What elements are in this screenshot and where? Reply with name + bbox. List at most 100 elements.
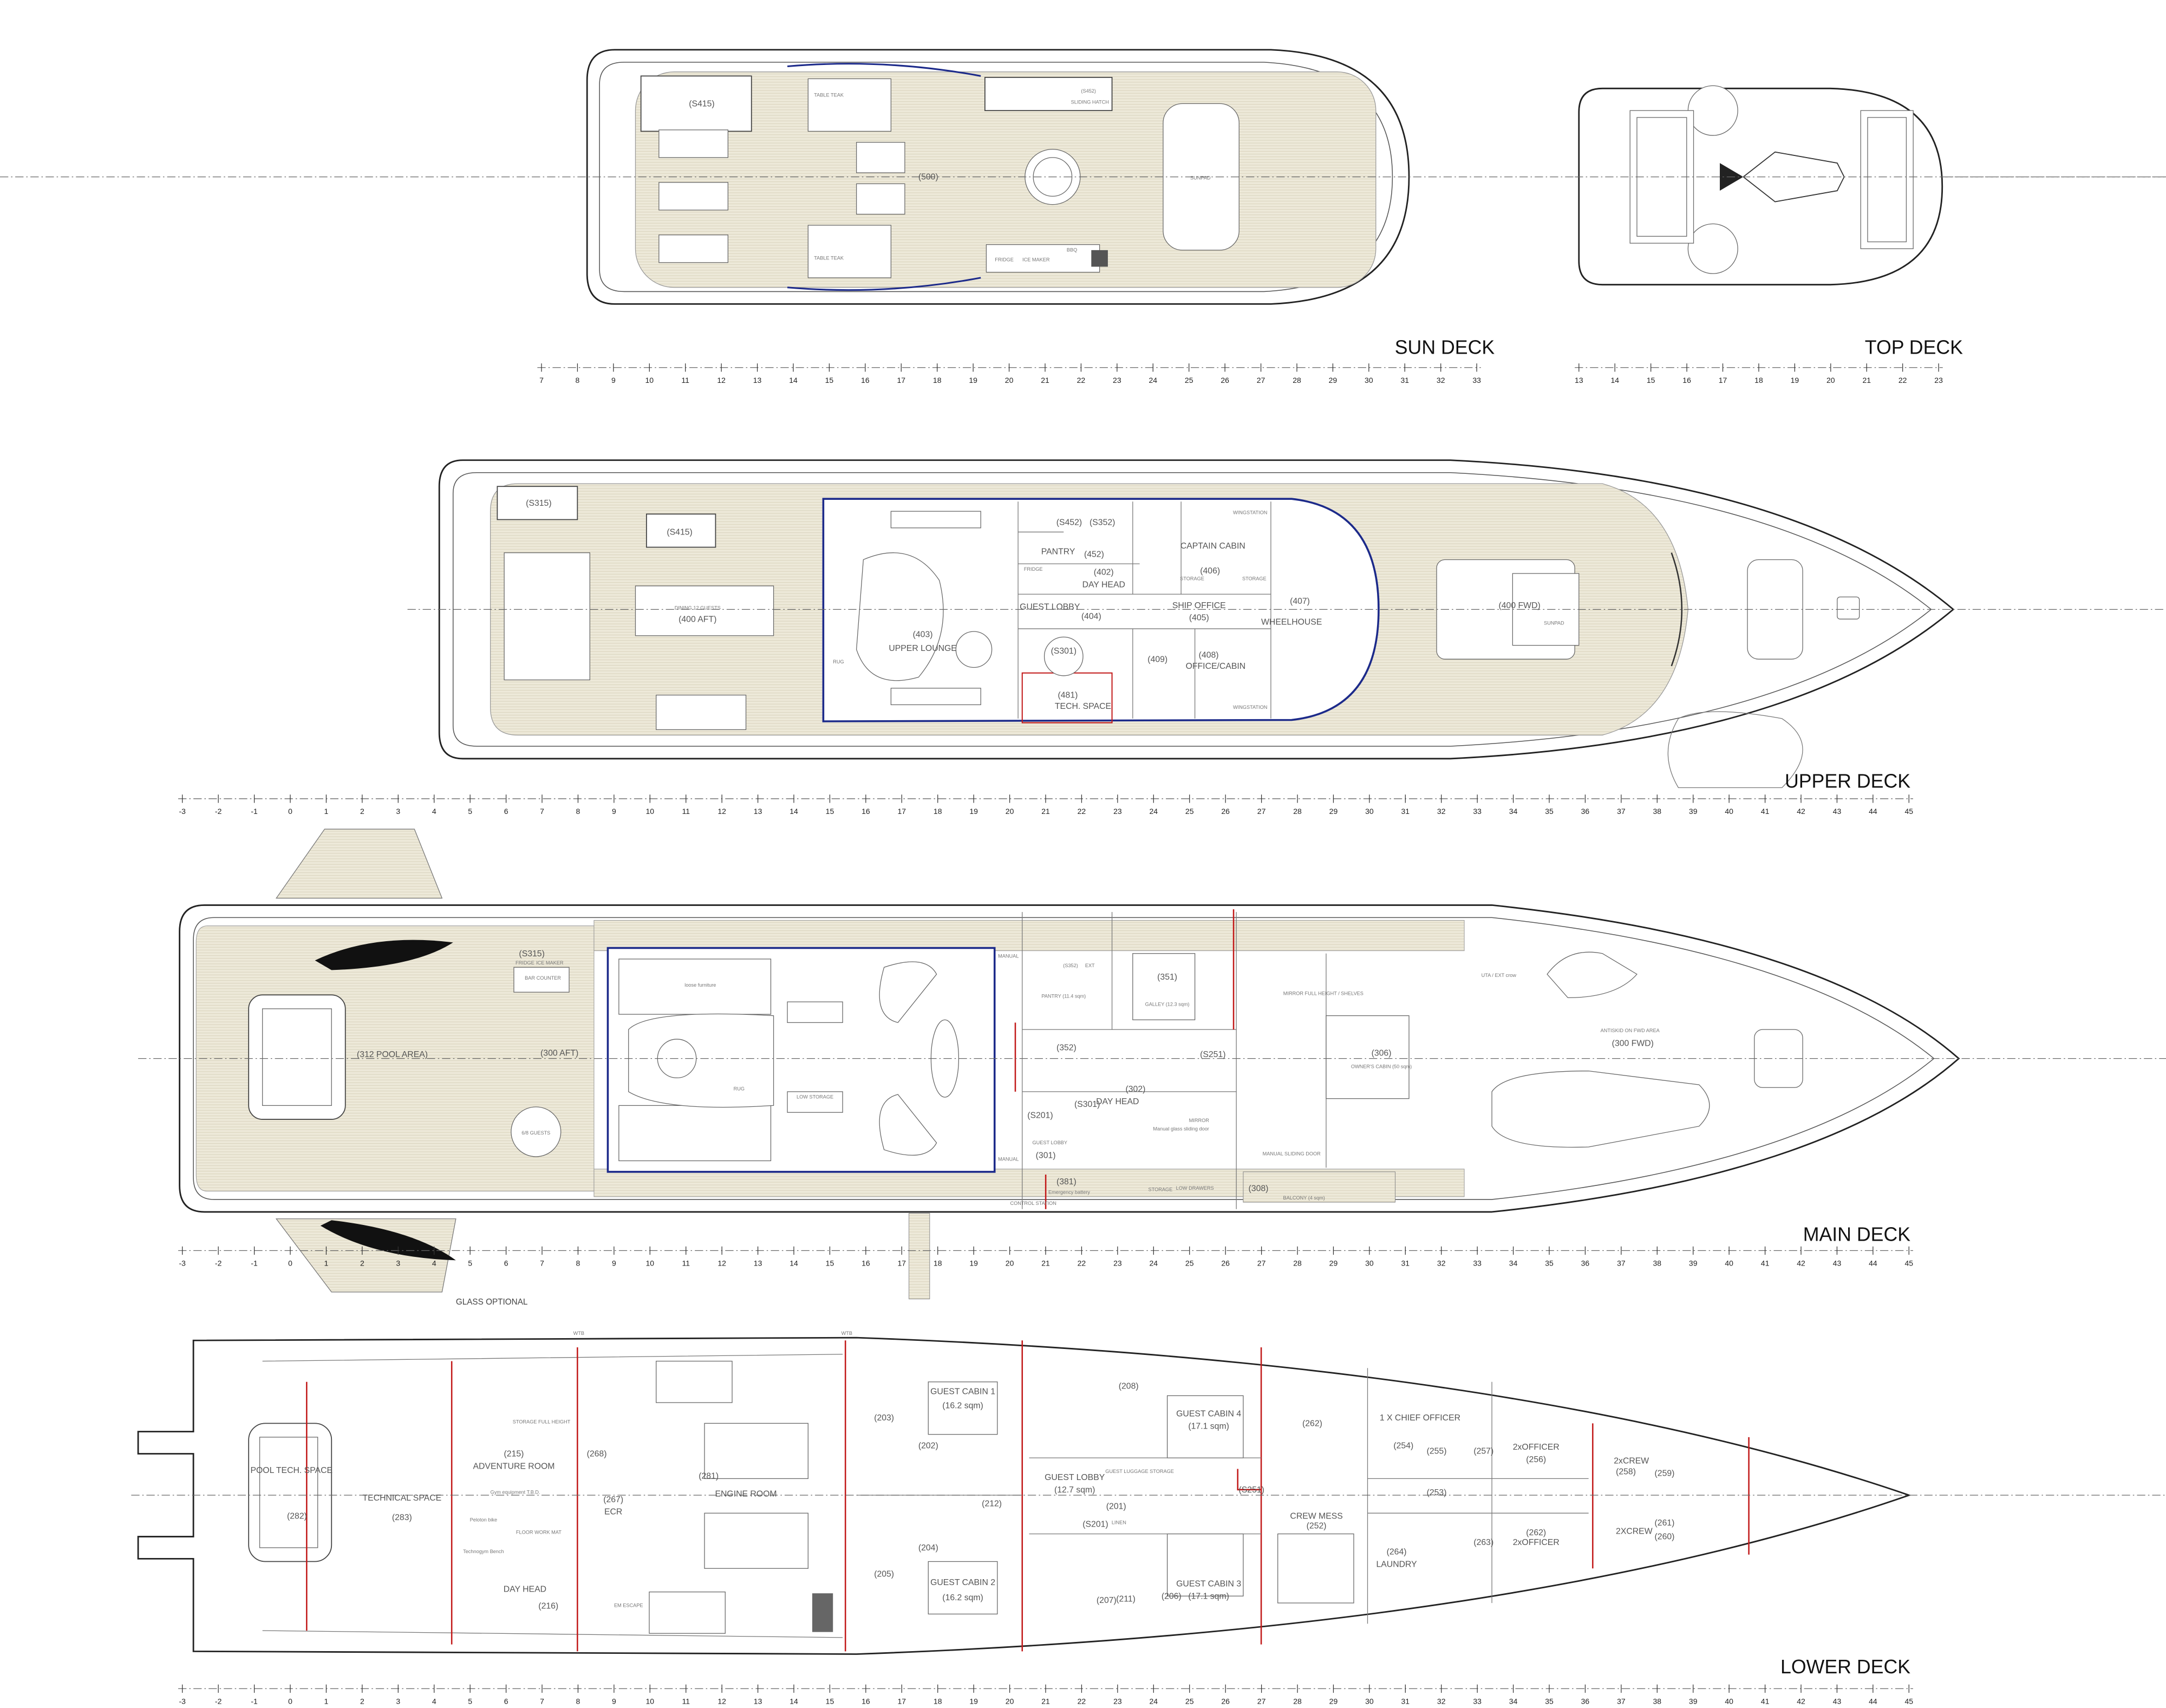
ruler-tick-label: 18 — [934, 1697, 942, 1705]
ruler-tick-label: 2 — [360, 1259, 364, 1267]
room-label: (352) — [1056, 1043, 1077, 1052]
room-label: (404) — [1081, 612, 1101, 621]
room-label: (206) — [1162, 1592, 1182, 1601]
ruler-tick-label: 25 — [1185, 1259, 1194, 1267]
room-label: (203) — [874, 1413, 894, 1423]
room-label: (262) — [1302, 1419, 1322, 1428]
gangway[interactable] — [909, 1212, 930, 1300]
ruler-tick-label: 22 — [1078, 1259, 1086, 1267]
room-label: (S415) — [667, 528, 692, 537]
ruler-tick-label: 7 — [540, 1259, 544, 1267]
ruler-tick-label: 0 — [288, 1259, 292, 1267]
ruler-tick-label: 2 — [360, 807, 364, 816]
ruler-tick-label: 24 — [1150, 1697, 1158, 1705]
room-label: (S315) — [526, 499, 551, 508]
ruler-tick-label: -2 — [215, 1697, 222, 1705]
ruler-tick-label: 42 — [1797, 807, 1805, 816]
furniture-label: MIRROR — [1189, 1118, 1210, 1123]
ruler-tick-label: 31 — [1401, 807, 1410, 816]
furniture-label: Technogym Bench — [463, 1549, 504, 1554]
room-label: (208) — [1119, 1382, 1139, 1391]
room-label: WHEELHOUSE — [1261, 617, 1322, 627]
furniture-label: FRIDGE — [995, 257, 1014, 262]
ruler-tick-label: -1 — [251, 1697, 258, 1705]
ruler-tick-label: 19 — [969, 376, 977, 384]
ruler-tick-label: 29 — [1329, 376, 1338, 384]
ruler-tick-label: 42 — [1797, 1259, 1805, 1267]
main-deck-plan: (312 POOL AREA) (300 AFT) (S315) BAR COU… — [138, 829, 2166, 1307]
ruler-tick-label: 6 — [504, 1697, 508, 1705]
furniture-label: 6/8 GUESTS — [521, 1130, 550, 1136]
room-label: (17.1 sqm) — [1188, 1422, 1229, 1431]
upper-deck-plan: (S315) (S415) DINING 12 GUESTS (400 AFT)… — [178, 459, 2166, 816]
ruler-tick-label: 15 — [826, 807, 834, 816]
stair-s415[interactable] — [640, 75, 752, 132]
furniture-label: RUG — [734, 1086, 745, 1091]
room-label: (267) — [603, 1495, 623, 1504]
ruler-tick-label: 32 — [1437, 1259, 1446, 1267]
ruler-tick-label: 31 — [1400, 376, 1409, 384]
ruler-tick-label: 44 — [1869, 1697, 1877, 1705]
room-label: (263) — [1473, 1538, 1493, 1547]
ruler-tick-label: 13 — [754, 1697, 762, 1705]
upper-interior-walls — [856, 501, 1271, 723]
room-label: (264) — [1387, 1548, 1407, 1557]
room-label: (215) — [504, 1450, 524, 1459]
glass-optional-note: GLASS OPTIONAL — [456, 1298, 528, 1307]
furniture-label: STORAGE — [1180, 576, 1204, 582]
ruler-tick-label: 7 — [539, 376, 544, 384]
room-label: (481) — [1058, 691, 1078, 700]
ruler-tick-label: 24 — [1149, 376, 1157, 384]
furniture-label: FLOOR WORK MAT — [516, 1529, 562, 1535]
room-label: UTA / EXT crow — [1482, 973, 1517, 978]
ruler-tick-label: 22 — [1078, 807, 1086, 816]
furniture-label: WINGSTATION — [1233, 510, 1267, 515]
ruler-tick-label: 31 — [1401, 1697, 1410, 1705]
room-label: (405) — [1189, 614, 1209, 623]
ruler-tick-label: 40 — [1725, 1259, 1733, 1267]
ruler-tick-label: 10 — [646, 1259, 655, 1267]
room-label: GUEST CABIN 1 — [930, 1387, 995, 1397]
top-deck-title: TOP DECK — [1865, 336, 1963, 358]
ruler-tick-label: 25 — [1185, 807, 1194, 816]
ruler-tick-label: 8 — [576, 1259, 580, 1267]
main-deck-aft-teak — [195, 925, 595, 1192]
ruler-tick-label: 3 — [396, 1697, 400, 1705]
ruler-tick-label: 21 — [1041, 807, 1050, 816]
ruler-tick-label: 39 — [1689, 1259, 1698, 1267]
stair-s415[interactable] — [645, 513, 716, 548]
ruler-tick-label: 21 — [1041, 1697, 1050, 1705]
ruler-tick-label: 15 — [1647, 376, 1655, 384]
room-label: (262) — [1526, 1528, 1546, 1537]
ruler-tick-label: 1 — [324, 1259, 329, 1267]
room-label: (S352) — [1089, 518, 1115, 527]
room-label: (408) — [1199, 651, 1219, 660]
ruler-tick-label: 27 — [1257, 376, 1265, 384]
room-label: (S201) — [1082, 1520, 1108, 1529]
stair-s315[interactable] — [497, 486, 578, 520]
main-interior-walls — [1014, 909, 1410, 1209]
room-label: (306) — [1372, 1049, 1392, 1058]
room-label: CREW MESS — [1290, 1511, 1342, 1521]
room-label: (409) — [1147, 655, 1167, 664]
room-label: (283) — [392, 1513, 412, 1522]
room-label: OFFICE/CABIN — [1186, 662, 1246, 671]
ruler-tick-label: 35 — [1545, 1259, 1554, 1267]
room-label: (205) — [874, 1570, 894, 1579]
sun-deck-plan: (S415) (500) (S452) TABLE TEAK TABLE TEA… — [0, 49, 2166, 384]
ruler-tick-label: 38 — [1653, 1259, 1662, 1267]
room-label: (351) — [1157, 973, 1177, 982]
room-label: (252) — [1307, 1521, 1327, 1530]
room-label: GALLEY (12.3 sqm) — [1145, 1002, 1190, 1007]
ruler-tick-label: 43 — [1833, 807, 1842, 816]
ruler-tick-label: 15 — [826, 1259, 834, 1267]
ruler-tick-label: -3 — [179, 807, 186, 816]
ruler-tick-label: 6 — [504, 807, 508, 816]
room-label: 2XCREW — [1616, 1527, 1653, 1536]
ruler-tick-label: 12 — [717, 1259, 726, 1267]
ruler-tick-label: 15 — [826, 1697, 834, 1705]
ruler-tick-label: 16 — [862, 1697, 870, 1705]
room-label: DINING 12 GUESTS — [675, 605, 721, 610]
